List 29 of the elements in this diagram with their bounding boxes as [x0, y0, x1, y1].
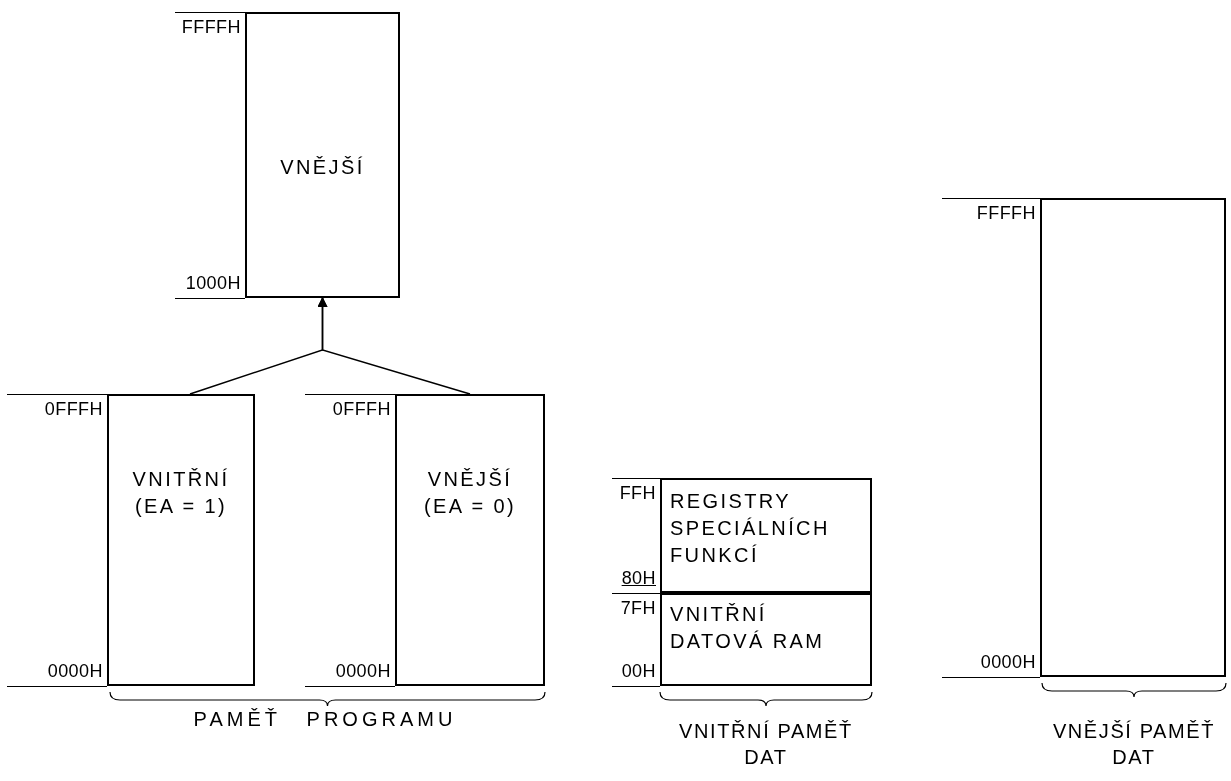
block-label: VNĚJŠÍ — [427, 467, 513, 492]
address-label: 0FFFH — [44, 400, 103, 418]
block-label: (EA = 1) — [135, 494, 227, 519]
address-label: FFFFH — [976, 204, 1036, 222]
address-label: 0000H — [47, 662, 103, 680]
address-label: FFFFH — [181, 18, 241, 36]
memory-block — [660, 478, 872, 593]
address-label: 1000H — [185, 274, 241, 292]
arrow — [317, 297, 471, 395]
block-label: VNĚJŠÍ — [280, 155, 365, 180]
address-label: 7FH — [620, 599, 656, 617]
address-label: 0FFFH — [332, 400, 391, 418]
memory-block — [245, 12, 400, 298]
memory-block — [1040, 198, 1226, 677]
memory-block — [660, 593, 872, 686]
address-label: 00H — [621, 662, 656, 680]
memory-block — [395, 394, 545, 686]
address-label: FFH — [619, 484, 656, 502]
address-label: 80H — [621, 569, 656, 587]
caption: VNĚJŠÍ PAMĚŤ DAT — [1051, 719, 1217, 770]
block-label: REGISTRY SPECIÁLNÍCH FUNKCÍ — [670, 489, 831, 568]
caption: PAMĚŤ PROGRAMU — [192, 707, 458, 732]
address-label: 0000H — [980, 653, 1036, 671]
address-label: 0000H — [335, 662, 391, 680]
caption: VNITŘNÍ PAMĚŤ DAT — [678, 719, 854, 770]
block-label: VNITŘNÍ DATOVÁ RAM — [670, 602, 826, 654]
block-label: VNITŘNÍ — [132, 467, 230, 492]
block-label: (EA = 0) — [424, 494, 516, 519]
memory-block — [107, 394, 255, 686]
